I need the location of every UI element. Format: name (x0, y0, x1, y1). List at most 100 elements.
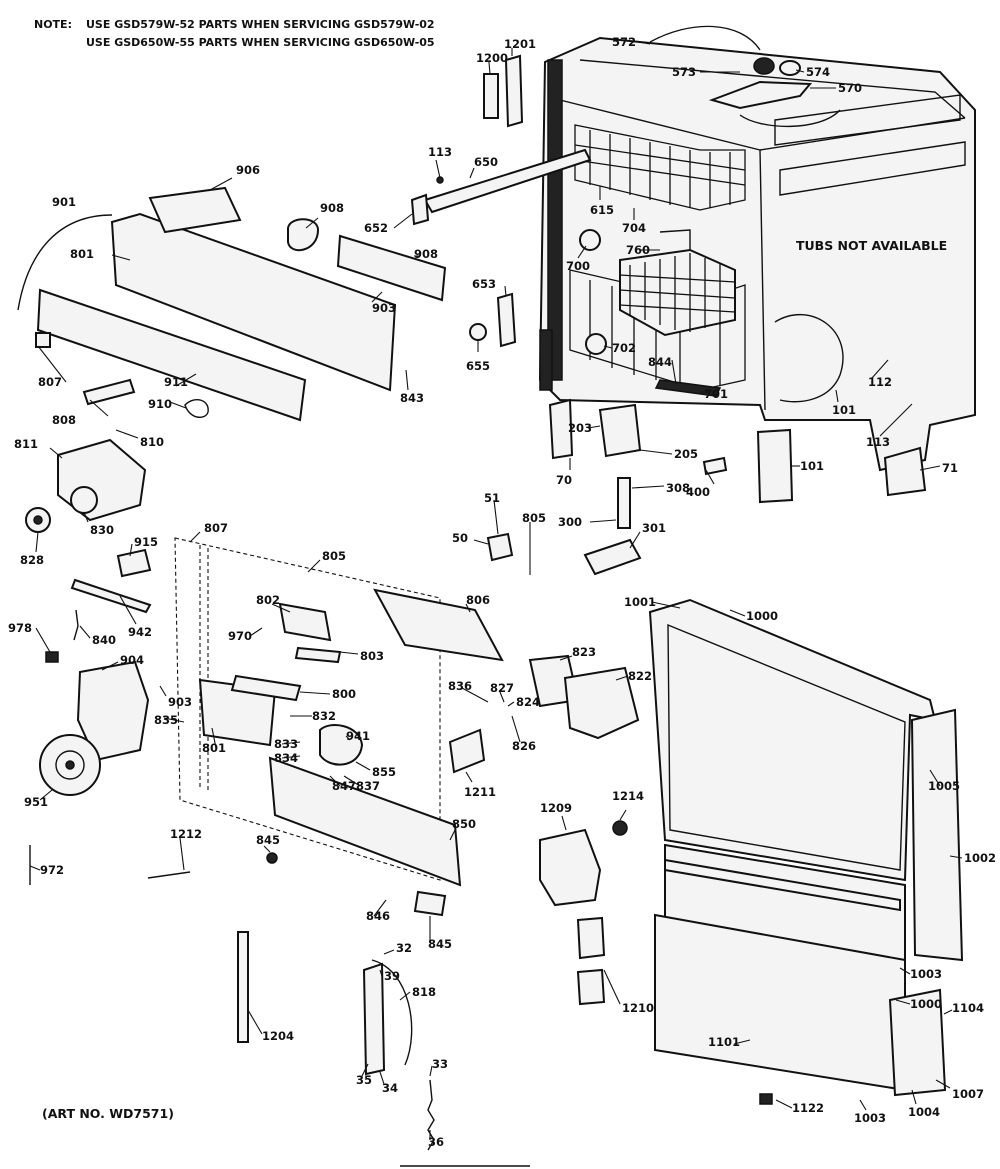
filter-1210b (576, 968, 606, 1006)
callout-36: 36 (428, 1135, 444, 1149)
callout-901a: 901 (52, 195, 76, 209)
cap-574 (779, 60, 801, 76)
nut-845 (266, 852, 278, 864)
bracket-652 (410, 193, 430, 226)
callout-846: 846 (366, 909, 390, 923)
callout-704: 704 (622, 221, 646, 235)
tub-handle (649, 25, 761, 51)
callout-1000a: 1000 (746, 609, 778, 623)
bracket-1104 (888, 988, 947, 1097)
callout-802: 802 (256, 593, 280, 607)
callout-1209: 1209 (540, 801, 572, 815)
callout-972: 972 (40, 863, 64, 877)
door-frame-850 (268, 756, 462, 887)
arm-818 (362, 962, 386, 1076)
part-1122 (759, 1093, 773, 1105)
callout-574: 574 (806, 65, 830, 79)
latch-802 (278, 602, 332, 642)
callout-71: 71 (942, 461, 958, 475)
callout-113a: 113 (428, 145, 452, 159)
handle-808 (82, 378, 136, 406)
callout-908a: 908 (320, 201, 344, 215)
callout-1104: 1104 (952, 1001, 984, 1015)
callout-835: 835 (154, 713, 178, 727)
control-panel-801 (110, 212, 397, 392)
part-71 (883, 446, 927, 497)
callout-702: 702 (612, 341, 636, 355)
spring-840 (73, 609, 79, 641)
part-803 (294, 646, 342, 664)
callout-39: 39 (384, 969, 400, 983)
callout-34: 34 (382, 1081, 398, 1095)
callout-1002: 1002 (964, 851, 996, 865)
tube-308 (617, 477, 631, 529)
callout-701: 701 (704, 387, 728, 401)
note-line-1: USE GSD579W-52 PARTS WHEN SERVICING GSD5… (86, 18, 435, 31)
cap-573 (753, 57, 775, 75)
callout-834: 834 (274, 751, 298, 765)
bracket-806 (373, 588, 504, 662)
callout-836: 836 (448, 679, 472, 693)
callout-801: 801 (70, 247, 94, 261)
callout-700: 700 (566, 259, 590, 273)
callout-826: 826 (512, 739, 536, 753)
callout-573: 573 (672, 65, 696, 79)
pin-1212 (147, 871, 191, 879)
inner-door-panel (174, 537, 441, 881)
callout-33: 33 (432, 1057, 448, 1071)
hose-101 (774, 313, 844, 403)
callout-978: 978 (8, 621, 32, 635)
callout-1000b: 1000 (910, 997, 942, 1011)
callout-1211: 1211 (464, 785, 496, 799)
callout-1101: 1101 (708, 1035, 740, 1049)
part-101 (756, 428, 794, 504)
rack-slide-650 (423, 148, 592, 214)
callout-1003b: 1003 (854, 1111, 886, 1125)
callout-400: 400 (686, 485, 710, 499)
callout-818: 818 (412, 985, 436, 999)
callout-1201: 1201 (504, 37, 536, 51)
callout-205: 205 (674, 447, 698, 461)
part-50 (486, 532, 514, 562)
motor-904 (76, 660, 150, 762)
callout-847: 847 (332, 779, 356, 793)
callout-807: 807 (38, 375, 62, 389)
callout-970: 970 (228, 629, 252, 643)
callout-32: 32 (396, 941, 412, 955)
part-70 (548, 398, 574, 460)
callout-301: 301 (642, 521, 666, 535)
callout-808: 808 (52, 413, 76, 427)
note-label: NOTE: (34, 18, 72, 31)
callout-824: 824 (516, 695, 540, 709)
knob-807 (35, 332, 51, 348)
switch-block-906 (148, 186, 242, 234)
pump-203 (598, 403, 642, 458)
callout-911: 911 (164, 375, 188, 389)
dispenser-822 (563, 666, 640, 740)
callout-843: 843 (400, 391, 424, 405)
callout-1005: 1005 (928, 779, 960, 793)
callout-1210: 1210 (622, 1001, 654, 1015)
part-301 (583, 538, 642, 576)
callout-35: 35 (356, 1073, 372, 1087)
part-978 (45, 651, 59, 663)
part-1200 (483, 73, 499, 119)
callout-837: 837 (356, 779, 380, 793)
callout-942: 942 (128, 625, 152, 639)
part-915 (116, 548, 152, 578)
callout-823: 823 (572, 645, 596, 659)
switch-908 (287, 218, 320, 251)
part-941 (319, 724, 364, 766)
callout-112: 112 (868, 375, 892, 389)
part-1201 (504, 54, 524, 128)
nut-655 (469, 323, 487, 341)
callout-807b: 807 (204, 521, 228, 535)
callout-906: 906 (236, 163, 260, 177)
part-1214 (612, 820, 628, 836)
callout-844: 844 (648, 355, 672, 369)
link-818 (371, 959, 413, 1066)
part-1211 (448, 728, 486, 774)
callout-855: 855 (372, 765, 396, 779)
